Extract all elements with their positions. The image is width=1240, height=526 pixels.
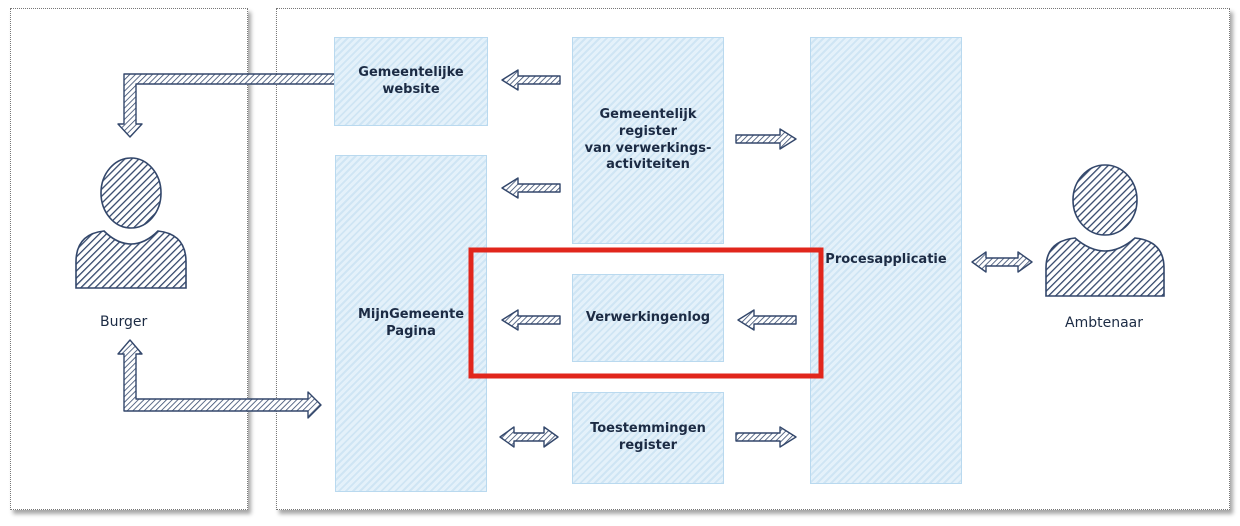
actor-label-burger: Burger — [100, 314, 148, 330]
box-procesapplicatie: Procesapplicatie — [810, 37, 962, 484]
box-mijngemeente-pagina-label: MijnGemeente Pagina — [357, 306, 465, 339]
box-gemeentelijke-website: Gemeentelijke website — [334, 37, 488, 126]
actor-label-ambtenaar: Ambtenaar — [1065, 315, 1143, 331]
box-verwerkingenlog: Verwerkingenlog — [572, 274, 724, 362]
box-verwerkingenlog-label: Verwerkingenlog — [585, 309, 711, 325]
citizen-panel — [10, 8, 248, 510]
box-gemeentelijk-register: Gemeentelijk register van verwerkings- a… — [572, 37, 724, 244]
box-toestemmingen-register: Toestemmingen register — [572, 392, 724, 484]
box-gemeentelijke-website-label: Gemeentelijke website — [358, 64, 464, 97]
box-mijngemeente-pagina: MijnGemeente Pagina — [335, 155, 487, 492]
box-gemeentelijk-register-label: Gemeentelijk register van verwerkings- a… — [584, 106, 712, 173]
box-procesapplicatie-label: Procesapplicatie — [825, 252, 947, 267]
box-toestemmingen-register-label: Toestemmingen register — [590, 421, 706, 453]
